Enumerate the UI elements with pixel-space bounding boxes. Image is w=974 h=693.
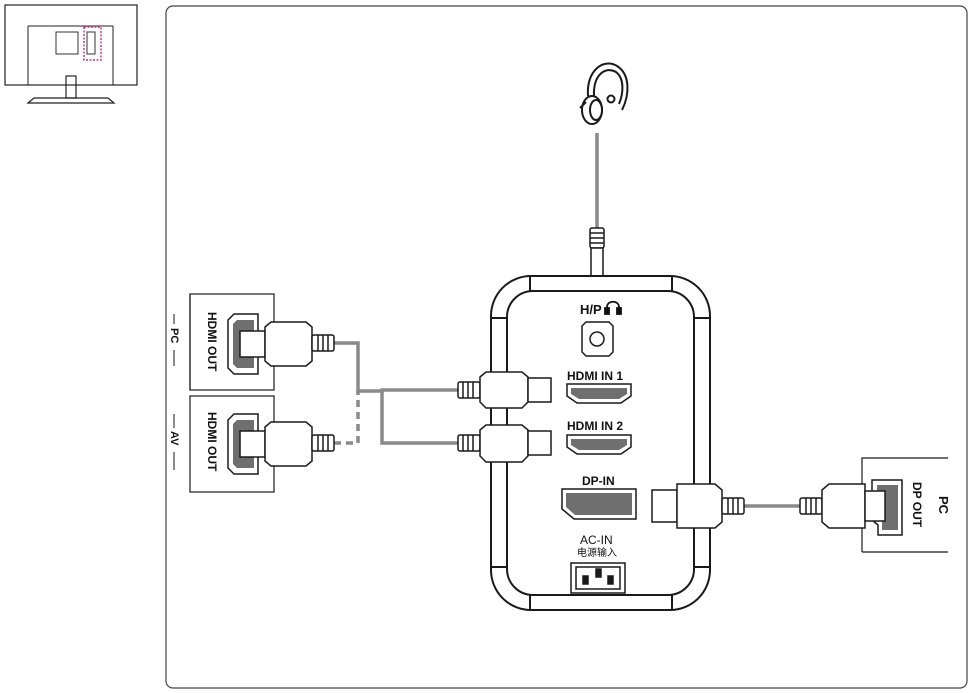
dp-in-plug	[651, 483, 745, 529]
av-hdmi-device-label: AV	[168, 431, 180, 446]
av-hdmi-port-label: HDMI OUT	[205, 412, 219, 472]
port-area-highlight	[83, 26, 102, 61]
pc-dp-port-label: DP OUT	[910, 482, 924, 528]
pc-dp-device-label: PC	[936, 496, 951, 515]
av-hdmi-plug	[239, 421, 335, 467]
hp-port-label: H/P	[580, 302, 602, 317]
dp-in-label: DP-IN	[582, 474, 615, 488]
hdmi-in-1-plug	[457, 371, 552, 409]
pc-dp-plug	[799, 483, 886, 529]
ac-in-label: AC-IN	[580, 533, 613, 547]
headphone-icon	[579, 62, 629, 125]
ac-in-cn-label: 电源输入	[577, 546, 617, 559]
monitor-thumbnail	[4, 4, 138, 104]
hdmi-in-2-label: HDMI IN 2	[567, 419, 623, 433]
pc-hdmi-plug	[239, 321, 335, 367]
hdmi-in-2-plug	[457, 424, 552, 463]
diagram-frame	[165, 5, 968, 689]
pc-hdmi-device-label: PC	[168, 328, 180, 343]
hp-port	[581, 321, 614, 357]
ac-in-port	[570, 562, 626, 594]
dp-in-port	[561, 488, 637, 520]
hdmi-in-1-label: HDMI IN 1	[567, 369, 623, 383]
av-hdmi-cable	[334, 391, 360, 445]
headphone-small-icon	[604, 300, 622, 315]
hdmi-in-2-port	[566, 434, 632, 455]
cables	[334, 133, 800, 508]
pc-hdmi-port-label: HDMI OUT	[205, 312, 219, 372]
hdmi-in-1-port	[566, 383, 632, 404]
